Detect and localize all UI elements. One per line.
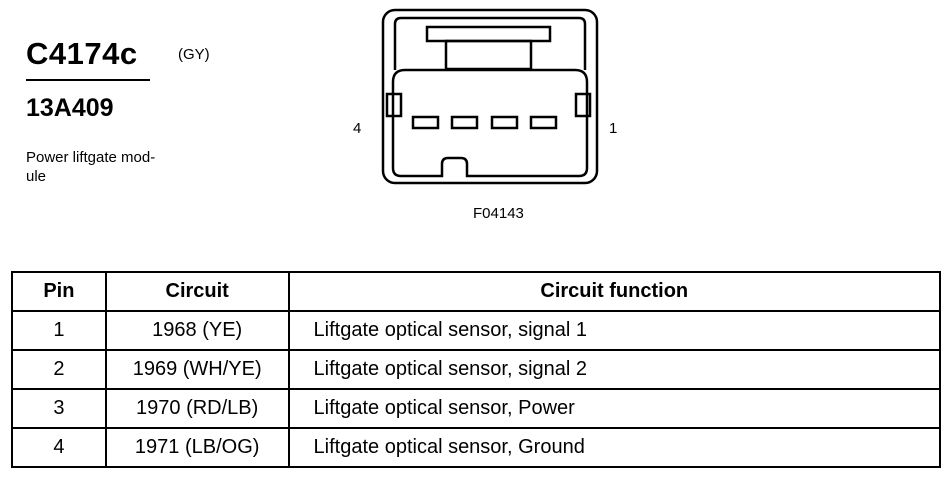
pin-1-label: 1 [609, 120, 618, 137]
base-part-number: 13A409 [26, 94, 114, 122]
pin-3-cavity [450, 115, 479, 130]
title-underline [26, 79, 150, 81]
cell-circuit: 1970 (RD/LB) [104, 388, 290, 429]
cell-pin: 3 [11, 388, 107, 429]
table-row: 1 1968 (YE) Liftgate optical sensor, sig… [11, 310, 942, 351]
description-line-2: ule [26, 168, 47, 185]
header-pin: Pin [11, 271, 107, 312]
table-header-row: Pin Circuit Circuit function [11, 271, 942, 312]
pin-4-label: 4 [353, 120, 362, 137]
pinout-table: Pin Circuit Circuit function 1 1968 (YE)… [11, 271, 942, 468]
table-row: 3 1970 (RD/LB) Liftgate optical sensor, … [11, 388, 942, 429]
table-row: 4 1971 (LB/OG) Liftgate optical sensor, … [11, 427, 942, 468]
cell-circuit: 1971 (LB/OG) [104, 427, 290, 468]
cell-pin: 4 [11, 427, 107, 468]
table-row: 2 1969 (WH/YE) Liftgate optical sensor, … [11, 349, 942, 390]
left-key [385, 92, 403, 118]
cell-function: Liftgate optical sensor, signal 2 [287, 349, 942, 390]
right-key [574, 92, 592, 118]
cell-circuit: 1969 (WH/YE) [104, 349, 290, 390]
connector-housing [381, 8, 599, 185]
connector-drawing [381, 8, 599, 185]
cell-function: Liftgate optical sensor, signal 1 [287, 310, 942, 351]
cell-circuit: 1968 (YE) [104, 310, 290, 351]
cell-pin: 1 [11, 310, 107, 351]
connector-id: C4174c [26, 36, 138, 71]
cell-function: Liftgate optical sensor, Ground [287, 427, 942, 468]
figure-id: F04143 [473, 205, 524, 222]
cell-pin: 2 [11, 349, 107, 390]
connector-latch [393, 16, 587, 70]
latch-slot [444, 39, 533, 71]
connector-color: (GY) [178, 46, 210, 63]
header-function: Circuit function [287, 271, 942, 312]
header-circuit: Circuit [104, 271, 290, 312]
pin-2-cavity [490, 115, 519, 130]
pin-4-cavity [411, 115, 440, 130]
description-line-1: Power liftgate mod- [26, 149, 156, 166]
connector-face [391, 68, 589, 178]
connector-description: Power liftgate mod- ule [26, 148, 196, 186]
pin-1-cavity [529, 115, 558, 130]
latch-tab [425, 25, 552, 43]
cell-function: Liftgate optical sensor, Power [287, 388, 942, 429]
